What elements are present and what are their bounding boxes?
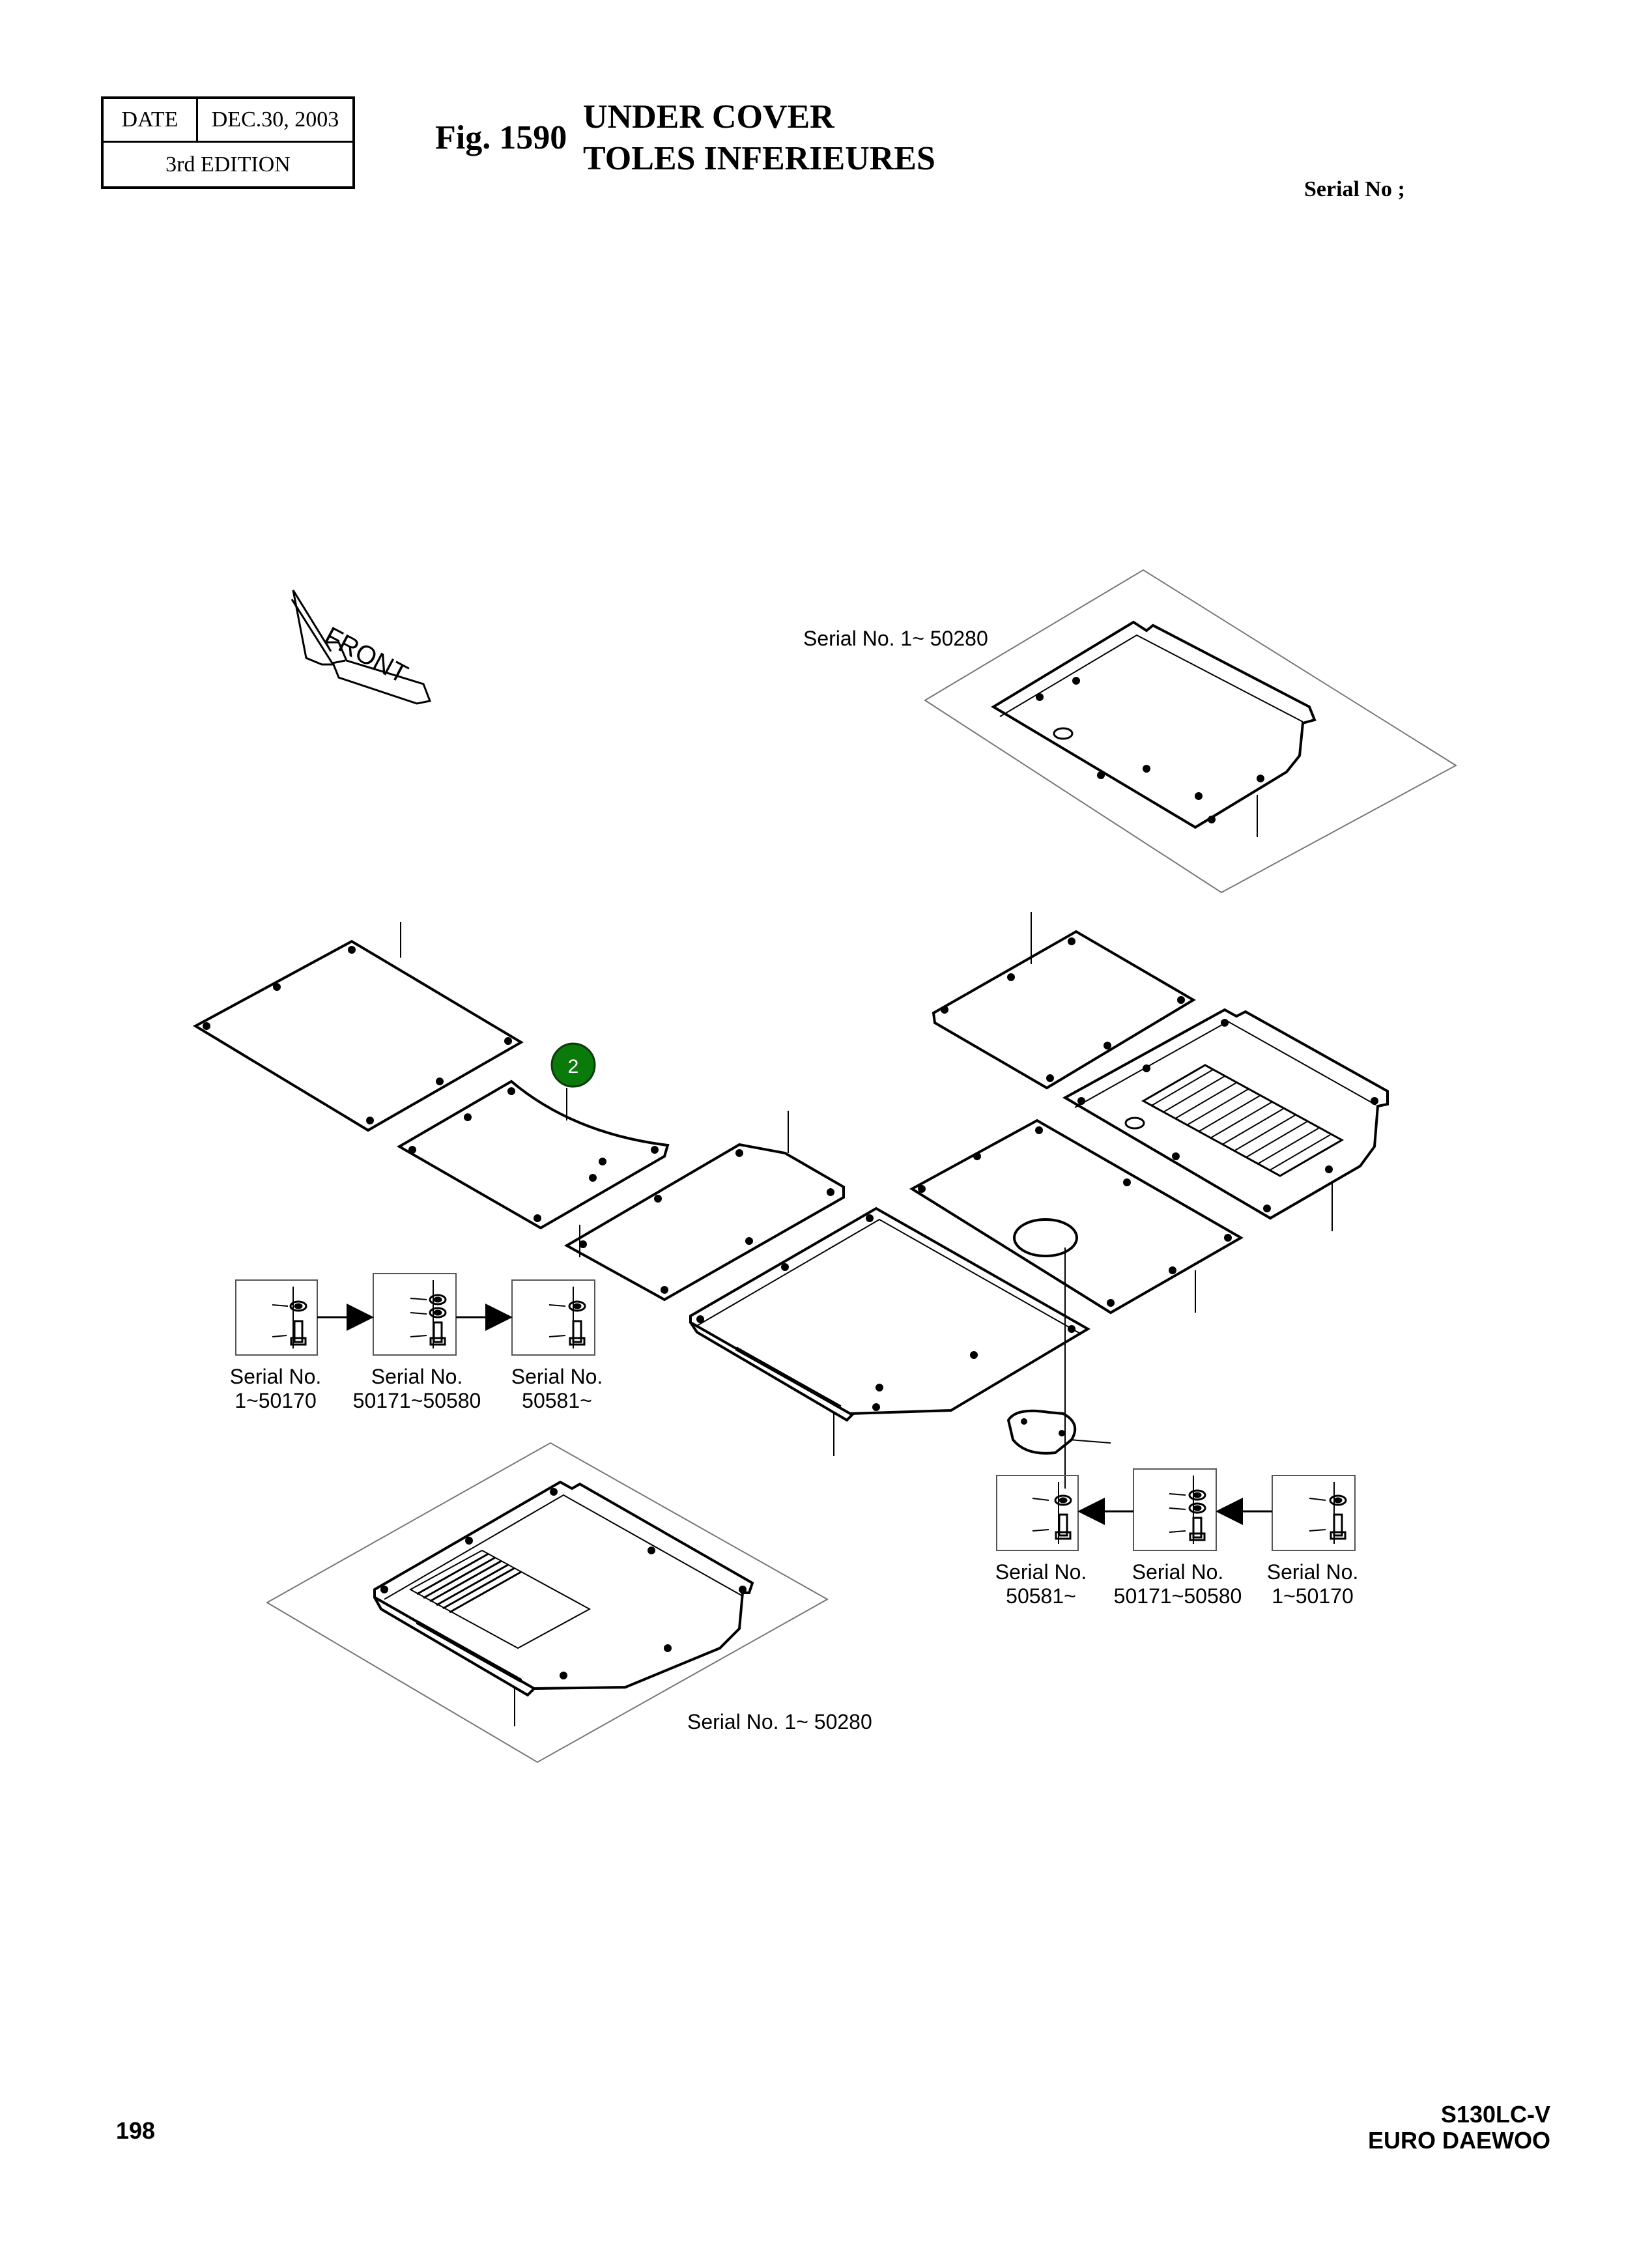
left-seq-label-2: Serial No. 50171~50580 [352,1365,482,1413]
manufacturer-name: EURO DAEWOO [1367,2127,1550,2154]
date-row: DATE DEC.30, 2003 [104,99,352,143]
model-info: S130LC-V EURO DAEWOO [1368,2102,1550,2154]
date-edition-box: DATE DEC.30, 2003 3rd EDITION [101,96,355,189]
left-seq-label-3-line2: 50581~ [522,1389,592,1412]
right-seq-label-1-line2: 50581~ [1006,1584,1076,1608]
left-hardware-sequence [235,1273,595,1356]
right-seq-label-3-line2: 1~50170 [1272,1584,1354,1608]
curved-cover-plate [397,1079,670,1230]
left-seq-label-1: Serial No. 1~50170 [223,1365,328,1413]
date-value: DEC.30, 2003 [211,107,339,132]
callout-2: 2 [550,1042,596,1088]
title-english: UNDER COVER [583,98,834,136]
right-seq-label-2: Serial No. 50171~50580 [1113,1560,1243,1608]
left-cover-plate [192,922,524,1132]
date-label: DATE [104,99,198,141]
left-seq-label-1-line1: Serial No. [229,1365,322,1388]
right-seq-label-1-line1: Serial No. [995,1560,1087,1584]
right-louvered-plate [1062,1008,1389,1231]
center-left-plate [563,1111,845,1302]
bottom-inset-panel [265,1442,829,1763]
figure-number: Fig. 1590 [435,119,567,156]
page-number: 198 [116,2117,156,2144]
top-inset-panel [924,569,1457,894]
right-seq-label-2-line2: 50171~50580 [1113,1584,1242,1608]
left-seq-label-1-line2: 1~50170 [235,1389,317,1412]
round-cover-plate [1006,1409,1111,1455]
right-seq-label-1: Serial No. 50581~ [989,1560,1093,1608]
right-seq-label-3: Serial No. 1~50170 [1260,1560,1365,1608]
serial-number-header: Serial No ; [1304,177,1405,201]
callout-number: 2 [568,1056,579,1077]
left-seq-label-3-line1: Serial No. [511,1365,603,1388]
left-seq-label-2-line1: Serial No. [371,1365,463,1388]
right-hardware-sequence [996,1468,1356,1551]
serial-label-bottom-inset: Serial No. 1~ 50280 [687,1710,872,1733]
model-name: S130LC-V [1440,2101,1550,2128]
right-upper-plate [932,912,1196,1090]
right-seq-label-2-line1: Serial No. [1132,1560,1224,1584]
serial-label-top-inset: Serial No. 1~ 50280 [803,627,988,650]
center-main-plate [689,1206,1090,1456]
front-direction-arrow: FRONT [291,590,432,705]
left-seq-label-3: Serial No. 50581~ [505,1365,609,1413]
title-french: TOLES INFERIEURES [583,140,935,177]
right-center-plate [909,1119,1244,1489]
left-seq-label-2-line2: 50171~50580 [352,1389,481,1412]
right-seq-label-3-line1: Serial No. [1266,1560,1359,1584]
edition-label: 3rd EDITION [165,152,291,177]
